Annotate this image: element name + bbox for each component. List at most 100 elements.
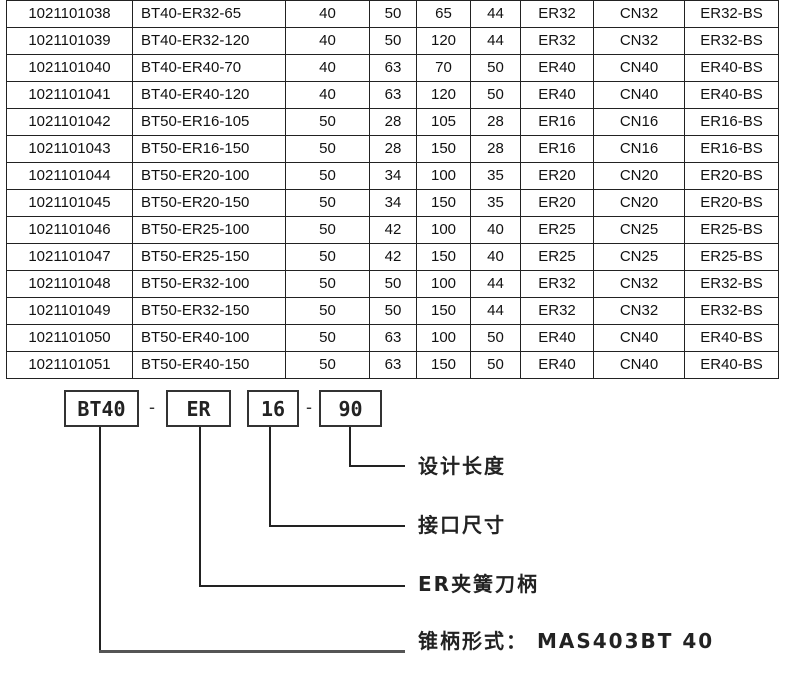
table-cell: BT50-ER32-100 — [132, 270, 286, 298]
table-cell: 50 — [369, 270, 417, 298]
table-cell: ER25-BS — [684, 216, 779, 244]
table-cell: CN16 — [593, 108, 685, 136]
table-cell: 1021101039 — [6, 27, 133, 55]
table-cell: BT50-ER40-100 — [132, 324, 286, 352]
label-design-length: 设计长度 — [418, 454, 506, 478]
table-cell: 1021101038 — [6, 0, 133, 28]
leader-line — [99, 650, 405, 653]
table-cell: ER40 — [520, 54, 594, 82]
table-cell: 1021101050 — [6, 324, 133, 352]
table-cell: ER25-BS — [684, 243, 779, 271]
table-cell: BT50-ER20-100 — [132, 162, 286, 190]
table-cell: 50 — [285, 351, 370, 379]
table-cell: BT50-ER40-150 — [132, 351, 286, 379]
table-cell: CN25 — [593, 243, 685, 271]
table-cell: CN20 — [593, 162, 685, 190]
table-cell: 63 — [369, 54, 417, 82]
table-cell: CN40 — [593, 54, 685, 82]
table-cell: ER40-BS — [684, 351, 779, 379]
table-cell: ER40 — [520, 81, 594, 109]
table-cell: ER20-BS — [684, 189, 779, 217]
table-cell: 100 — [416, 216, 471, 244]
table-cell: ER32-BS — [684, 0, 779, 28]
table-cell: 100 — [416, 324, 471, 352]
table-cell: 50 — [470, 81, 521, 109]
table-cell: 50 — [369, 297, 417, 325]
table-cell: 50 — [285, 270, 370, 298]
table-cell: 50 — [285, 324, 370, 352]
table-cell: 1021101045 — [6, 189, 133, 217]
table-cell: 150 — [416, 189, 471, 217]
table-cell: BT40-ER32-120 — [132, 27, 286, 55]
table-cell: 120 — [416, 81, 471, 109]
leader-line — [349, 465, 405, 467]
table-cell: 65 — [416, 0, 471, 28]
table-cell: CN40 — [593, 351, 685, 379]
table-cell: 150 — [416, 135, 471, 163]
label-er-collet-holder: ER夹簧刀柄 — [418, 572, 540, 596]
table-cell: CN20 — [593, 189, 685, 217]
table-cell: 44 — [470, 297, 521, 325]
table-cell: 28 — [369, 108, 417, 136]
table-cell: 40 — [285, 27, 370, 55]
table-cell: ER32 — [520, 270, 594, 298]
leader-line — [199, 585, 405, 587]
table-cell: CN40 — [593, 324, 685, 352]
table-cell: BT50-ER25-150 — [132, 243, 286, 271]
table-cell: ER32-BS — [684, 297, 779, 325]
table-cell: 50 — [470, 54, 521, 82]
table-cell: 34 — [369, 162, 417, 190]
table-cell: ER40-BS — [684, 324, 779, 352]
table-cell: 44 — [470, 27, 521, 55]
table-cell: 105 — [416, 108, 471, 136]
table-cell: 40 — [285, 0, 370, 28]
code-dash: - — [149, 397, 155, 417]
table-cell: CN32 — [593, 0, 685, 28]
table-cell: 50 — [285, 162, 370, 190]
table-cell: 150 — [416, 297, 471, 325]
table-cell: 1021101048 — [6, 270, 133, 298]
table-cell: ER40-BS — [684, 81, 779, 109]
table-cell: 1021101040 — [6, 54, 133, 82]
table-cell: ER25 — [520, 216, 594, 244]
table-cell: CN32 — [593, 27, 685, 55]
table-cell: BT50-ER32-150 — [132, 297, 286, 325]
table-cell: ER16-BS — [684, 108, 779, 136]
table-cell: 50 — [369, 27, 417, 55]
table-cell: 63 — [369, 351, 417, 379]
table-cell: ER20 — [520, 189, 594, 217]
table-cell: ER40 — [520, 324, 594, 352]
table-cell: ER32 — [520, 297, 594, 325]
table-cell: 1021101042 — [6, 108, 133, 136]
table-cell: 34 — [369, 189, 417, 217]
table-cell: ER16-BS — [684, 135, 779, 163]
leader-line — [99, 427, 101, 652]
code-dash: - — [306, 397, 312, 417]
table-cell: 40 — [285, 81, 370, 109]
table-cell: BT50-ER16-150 — [132, 135, 286, 163]
table-cell: CN40 — [593, 81, 685, 109]
table-cell: BT50-ER20-150 — [132, 189, 286, 217]
leader-line — [349, 427, 351, 467]
table-cell: ER20-BS — [684, 162, 779, 190]
leader-line — [269, 427, 271, 527]
label-taper-type: 锥柄形式： MAS403BT 40 — [418, 629, 715, 653]
table-cell: CN32 — [593, 270, 685, 298]
table-cell: ER32-BS — [684, 27, 779, 55]
table-cell: 1021101044 — [6, 162, 133, 190]
table-cell: ER32 — [520, 27, 594, 55]
table-cell: 40 — [470, 243, 521, 271]
